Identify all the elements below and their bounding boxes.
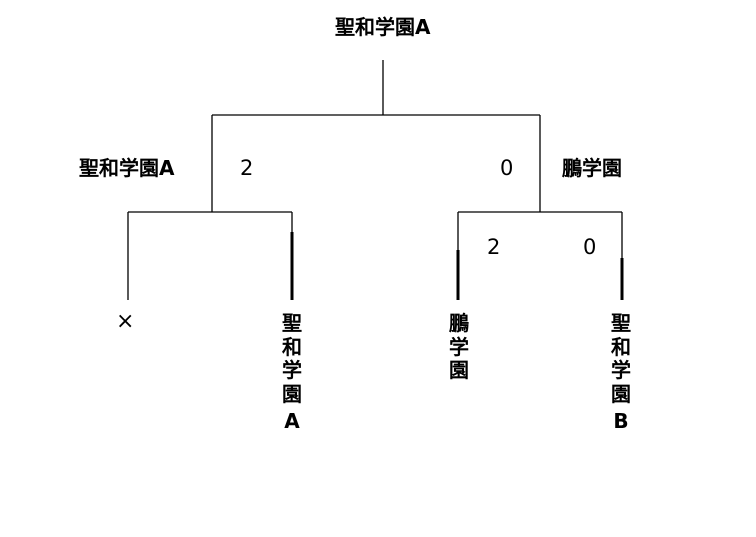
entry4-char-4: 園: [611, 381, 631, 406]
entry3-char-1: 鵬: [449, 311, 469, 335]
entry4-char-2: 和: [611, 334, 631, 359]
entry4-char-3: 学: [611, 358, 631, 382]
semi-right-right-score: 0: [583, 235, 597, 259]
final-right-team-label: 鵬学園: [562, 156, 622, 180]
entry3-char-3: 園: [449, 358, 469, 382]
entry3-team-label: 鵬 学 園: [448, 311, 470, 383]
entry2-char-1: 聖: [282, 311, 302, 335]
entry1-bye-mark: ×: [116, 309, 135, 334]
entry2-char-5: A: [284, 409, 300, 433]
entry4-char-5: B: [613, 409, 629, 433]
final-left-team-label: 聖和学園A: [79, 156, 175, 180]
semi-right-left-score: 2: [487, 235, 501, 259]
entry3-char-2: 学: [449, 334, 469, 359]
entry4-team-label: 聖 和 学 園 B: [610, 311, 632, 434]
entry4-char-1: 聖: [611, 311, 631, 335]
entry2-char-4: 園: [282, 381, 302, 406]
entry2-char-3: 学: [282, 358, 302, 382]
final-left-score: 2: [240, 156, 254, 180]
champion-label: 聖和学園A: [335, 15, 431, 39]
entry2-team-label: 聖 和 学 園 A: [281, 311, 303, 434]
entry2-char-2: 和: [282, 334, 302, 359]
final-right-score: 0: [500, 156, 514, 180]
